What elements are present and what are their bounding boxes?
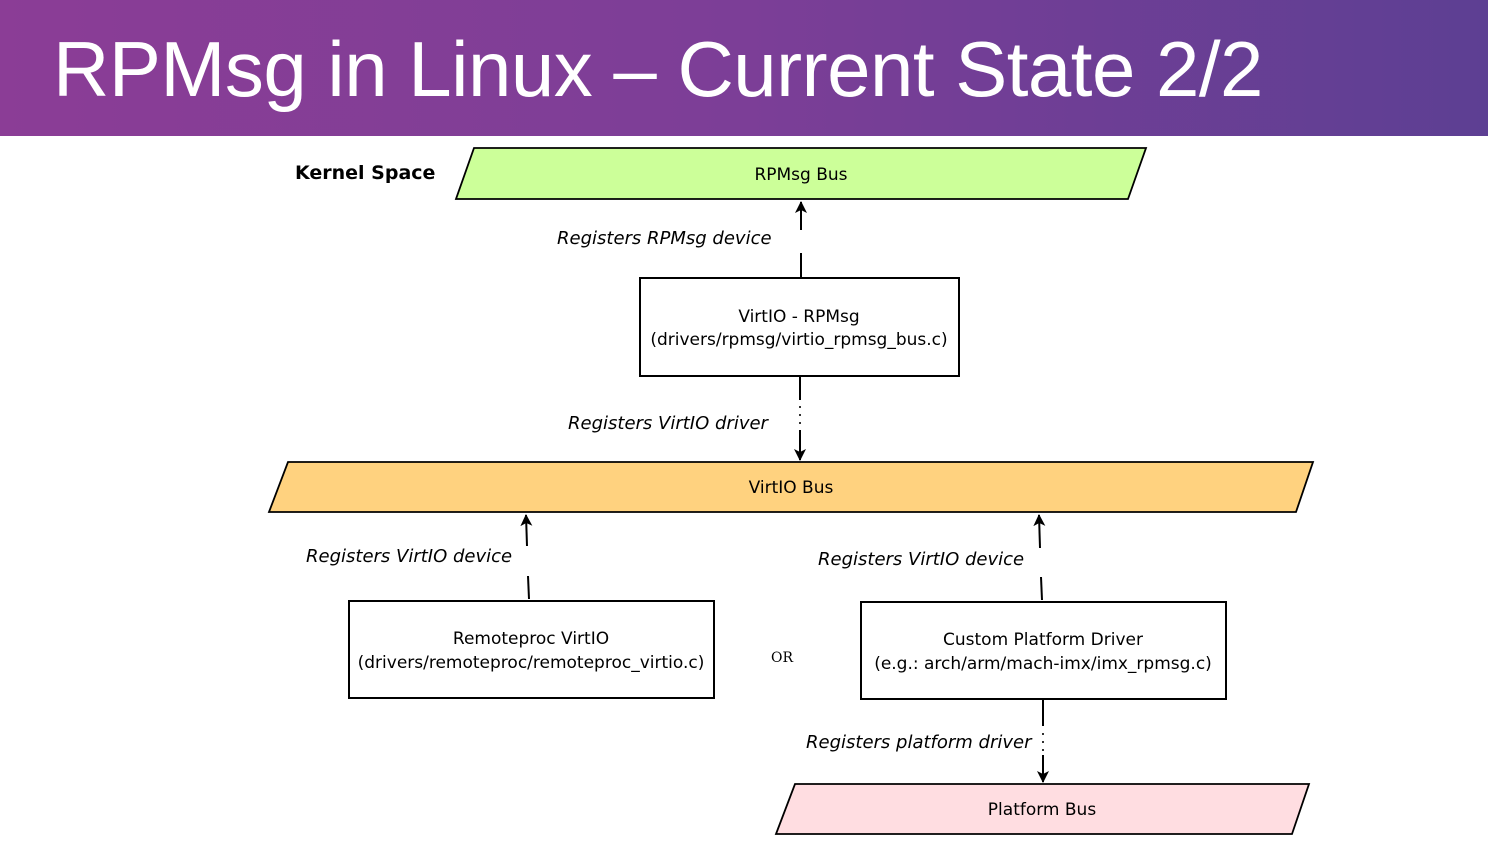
- edge-arrow: [1033, 514, 1046, 549]
- rpmsg-bus-shape: [454, 147, 1148, 200]
- kernel-space-label: Kernel Space: [295, 162, 435, 184]
- custom-platform-driver-path: (e.g.: arch/arm/mach-imx/imx_rpmsg.c): [874, 654, 1212, 674]
- page-title: RPMsg in Linux – Current State 2/2: [53, 25, 1263, 113]
- edge-label-registers-rpmsg-device: Registers RPMsg device: [557, 228, 772, 249]
- edge-label-registers-virtio-device-left: Registers VirtIO device: [306, 546, 512, 567]
- virtio-bus-shape: [267, 461, 1315, 513]
- platform-bus-label: Platform Bus: [988, 800, 1097, 820]
- virtio-rpmsg-title: VirtIO - RPMsg: [738, 307, 859, 327]
- edge-registers-virtio-driver: Registers VirtIO driver: [568, 377, 806, 461]
- platform-bus-shape: [774, 783, 1311, 835]
- remoteproc-virtio-title: Remoteproc VirtIO: [453, 629, 609, 649]
- edge-line: [1040, 576, 1043, 601]
- custom-platform-driver-title: Custom Platform Driver: [943, 630, 1143, 650]
- title-bar: RPMsg in Linux – Current State 2/2: [0, 0, 1488, 136]
- remoteproc-virtio-box: [348, 600, 715, 699]
- or-label: OR: [771, 650, 793, 666]
- custom-platform-driver-box: [860, 601, 1227, 700]
- rpmsg-bus-node: RPMsg Bus: [454, 147, 1148, 200]
- edge-label-registers-virtio-device-right: Registers VirtIO device: [818, 549, 1024, 570]
- rpmsg-bus-label: RPMsg Bus: [754, 165, 847, 185]
- virtio-rpmsg-path: (drivers/rpmsg/virtio_rpmsg_bus.c): [650, 330, 947, 350]
- remoteproc-virtio-path: (drivers/remoteproc/remoteproc_virtio.c): [358, 653, 705, 673]
- edge-line: [527, 575, 530, 600]
- remoteproc-virtio-node: Remoteproc VirtIO (drivers/remoteproc/re…: [348, 600, 715, 699]
- edge-registers-platform-driver: Registers platform driver: [806, 700, 1049, 783]
- platform-bus-node: Platform Bus: [774, 783, 1311, 835]
- edge-label-registers-platform-driver: Registers platform driver: [806, 732, 1033, 753]
- edge-label-registers-virtio-driver: Registers VirtIO driver: [568, 413, 770, 434]
- edge-arrow: [520, 514, 533, 547]
- edge-registers-virtio-device-right: Registers VirtIO device: [818, 514, 1046, 601]
- edge-registers-rpmsg-device: Registers RPMsg device: [557, 201, 807, 277]
- custom-platform-driver-node: Custom Platform Driver (e.g.: arch/arm/m…: [860, 601, 1227, 700]
- virtio-rpmsg-node: VirtIO - RPMsg (drivers/rpmsg/virtio_rpm…: [639, 277, 960, 377]
- virtio-rpmsg-box: [639, 277, 960, 377]
- virtio-bus-node: VirtIO Bus: [267, 461, 1315, 513]
- edge-registers-virtio-device-left: Registers VirtIO device: [306, 514, 533, 600]
- virtio-bus-label: VirtIO Bus: [749, 478, 834, 498]
